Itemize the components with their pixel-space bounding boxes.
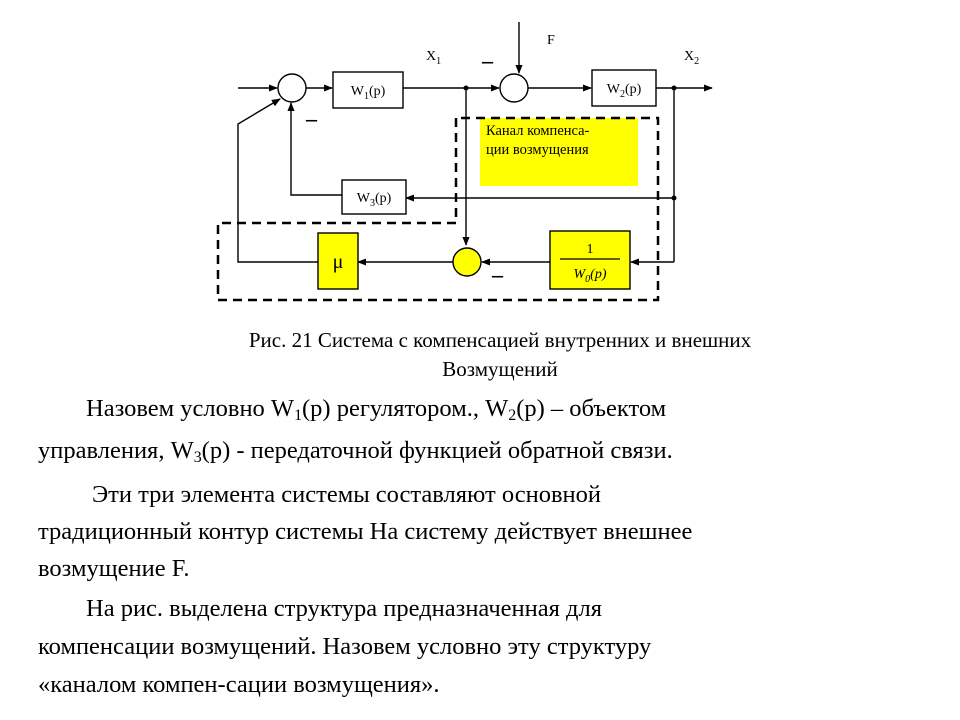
signal-x2-label: X2 <box>684 49 699 67</box>
inverse-model-numerator: 1 <box>587 242 594 257</box>
minus-sign-feedback: – <box>305 106 318 131</box>
block-mu-label: μ <box>333 251 344 273</box>
block-mu <box>317 232 359 290</box>
inverse-model-denominator: W0(p) <box>574 267 607 285</box>
x2-w3-branch-point <box>671 195 677 201</box>
paragraph-2-line2: традиционный контур системы На систему д… <box>38 518 693 545</box>
block-w2-label: W2(p) <box>607 82 642 100</box>
block-inverse-model <box>549 230 631 290</box>
block-w3 <box>341 179 407 215</box>
summing-junction-2 <box>499 73 529 103</box>
compensation-channel-boundary <box>216 116 660 302</box>
signal-f-label: F <box>547 33 555 48</box>
mu-to-sum1-line <box>237 98 318 263</box>
figure-caption-line1: Рис. 21 Система с компенсацией внутренни… <box>248 328 752 352</box>
figure-caption-line2: Возмущений <box>442 357 558 381</box>
paragraph-3-line1: На рис. выделена структура предназначенн… <box>86 595 602 622</box>
channel-label-line2: ции возмущения <box>486 142 589 158</box>
block-w1-label: W1(p) <box>351 84 386 102</box>
summing-junction-1 <box>277 73 307 103</box>
paragraph-1-line1: Назовем условно W1(p) регулятором., W2(p… <box>86 395 667 424</box>
paragraph-2-line1: Эти три элемента системы составляют осно… <box>92 481 601 508</box>
paragraph-1-line2: управления, W3(p) - передаточной функцие… <box>38 437 673 466</box>
minus-sign-bottom: – <box>491 262 504 287</box>
signal-x1-label: X1 <box>426 49 441 67</box>
minus-sign-top: – <box>481 48 494 73</box>
summing-junction-3 <box>452 247 482 277</box>
paragraph-3-line2: компенсации возмущений. Назовем условно … <box>38 633 652 660</box>
channel-label-line1: Канал компенса- <box>486 123 590 139</box>
block-diagram: W1(p) X1 – F W2(p) X2 W3(p) – 1 W0(p) <box>216 22 713 302</box>
block-w1 <box>332 71 404 109</box>
paragraph-2-line3: возмущение F. <box>38 555 190 582</box>
compensation-channel-label: Канал компенса- ции возмущения <box>486 122 638 160</box>
channel-label-highlight <box>480 118 638 186</box>
w3-feedback-line <box>287 102 342 196</box>
paragraph-3-line3: «каналом компен-сации возмущения». <box>38 671 440 698</box>
block-w3-label: W3(p) <box>357 191 392 209</box>
